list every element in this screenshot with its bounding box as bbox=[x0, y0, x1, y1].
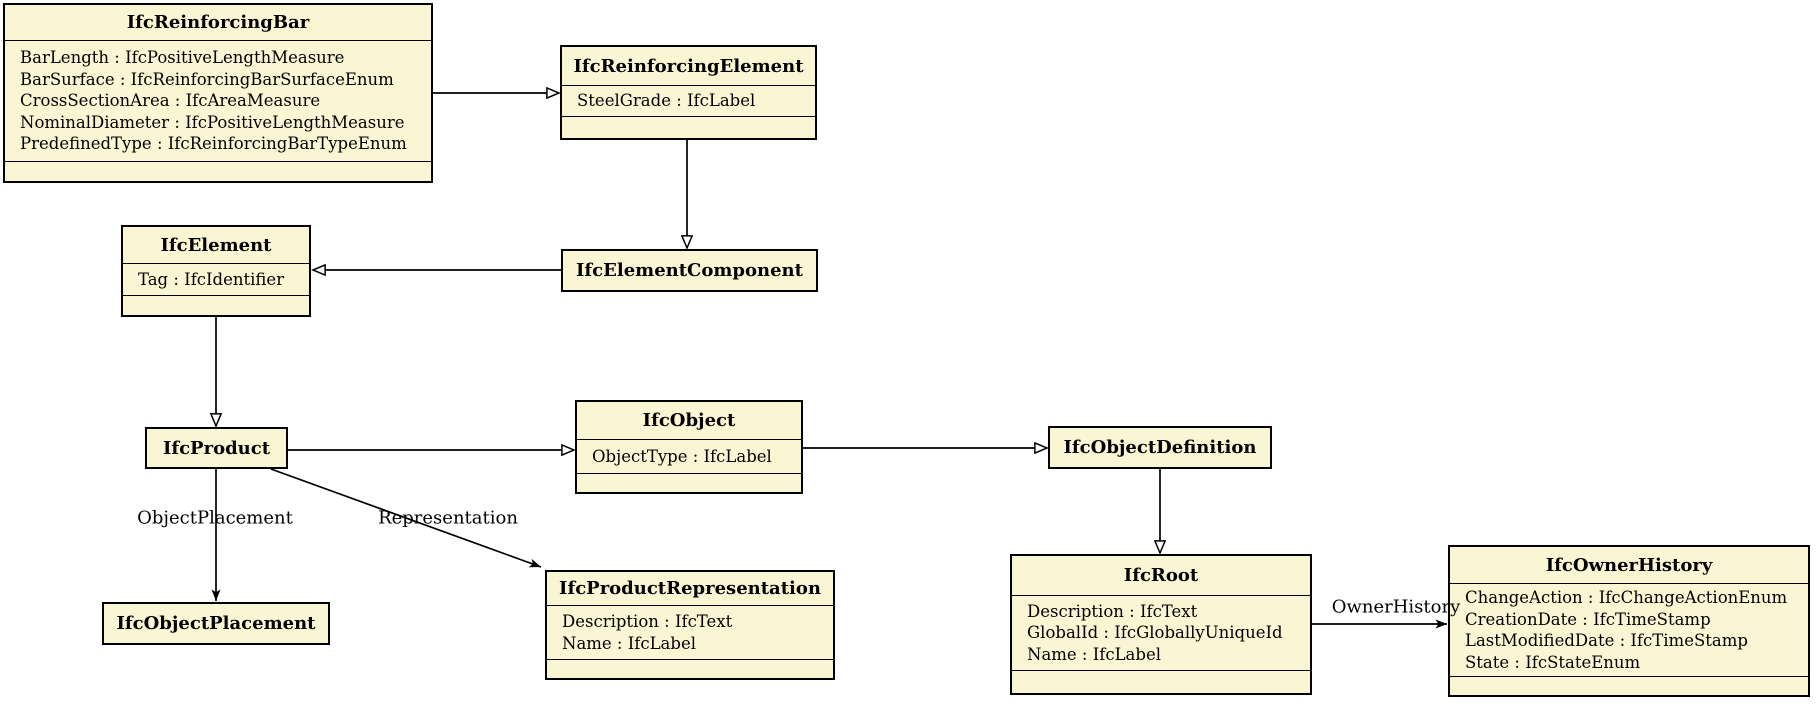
class-title: IfcOwnerHistory bbox=[1545, 554, 1713, 576]
class-title: IfcObjectPlacement bbox=[116, 613, 316, 634]
class-operations-compartment bbox=[5, 162, 431, 181]
class-attribute: Name : IfcLabel bbox=[1027, 644, 1161, 664]
class-attribute: BarSurface : IfcReinforcingBarSurfaceEnu… bbox=[20, 69, 394, 89]
class-operations-compartment bbox=[1012, 671, 1310, 693]
class-title: IfcProductRepresentation bbox=[559, 578, 821, 599]
class-attribute: BarLength : IfcPositiveLengthMeasure bbox=[20, 48, 345, 68]
class-operations-compartment bbox=[577, 474, 801, 492]
class-attribute: State : IfcStateEnum bbox=[1465, 652, 1641, 672]
class-attribute: SteelGrade : IfcLabel bbox=[577, 91, 756, 111]
edge-IfcProduct-to-IfcProductRepresentation bbox=[270, 468, 542, 568]
class-attributes: ObjectType : IfcLabel bbox=[577, 439, 801, 474]
class-attribute: NominalDiameter : IfcPositiveLengthMeasu… bbox=[20, 112, 405, 132]
class-attribute: LastModifiedDate : IfcTimeStamp bbox=[1465, 631, 1748, 650]
class-title: IfcReinforcingElement bbox=[573, 55, 804, 77]
class-attribute: PredefinedType : IfcReinforcingBarTypeEn… bbox=[20, 134, 407, 154]
class-box-IfcProduct: IfcProduct bbox=[145, 427, 288, 469]
class-operations-compartment bbox=[1450, 677, 1808, 695]
class-attribute: Description : IfcText bbox=[1027, 601, 1198, 621]
class-operations-compartment bbox=[547, 660, 833, 678]
class-attributes: SteelGrade : IfcLabel bbox=[562, 85, 815, 117]
class-title: IfcElementComponent bbox=[576, 260, 803, 281]
class-operations-compartment bbox=[123, 296, 309, 315]
class-attribute: Name : IfcLabel bbox=[562, 633, 696, 653]
class-box-IfcObjectDefinition: IfcObjectDefinition bbox=[1048, 426, 1272, 469]
class-title: IfcElement bbox=[160, 234, 272, 256]
class-attribute: ChangeAction : IfcChangeActionEnum bbox=[1465, 588, 1788, 607]
class-attribute: CrossSectionArea : IfcAreaMeasure bbox=[20, 91, 321, 111]
class-title: IfcObjectDefinition bbox=[1063, 437, 1257, 458]
class-title: IfcRoot bbox=[1123, 565, 1199, 586]
class-attribute: CreationDate : IfcTimeStamp bbox=[1465, 609, 1711, 629]
class-attributes: Tag : IfcIdentifier bbox=[123, 263, 309, 296]
class-attribute: ObjectType : IfcLabel bbox=[592, 446, 772, 466]
class-title: IfcObject bbox=[642, 410, 736, 431]
class-box-IfcElementComponent: IfcElementComponent bbox=[561, 249, 818, 292]
class-attribute: Tag : IfcIdentifier bbox=[138, 269, 285, 289]
class-title: IfcReinforcingBar bbox=[126, 12, 310, 33]
class-operations-compartment bbox=[562, 117, 815, 138]
class-box-IfcObjectPlacement: IfcObjectPlacement bbox=[102, 602, 330, 645]
class-attribute: Description : IfcText bbox=[562, 612, 733, 631]
class-attribute: GlobalId : IfcGloballyUniqueId bbox=[1027, 623, 1283, 643]
class-title: IfcProduct bbox=[162, 437, 271, 459]
